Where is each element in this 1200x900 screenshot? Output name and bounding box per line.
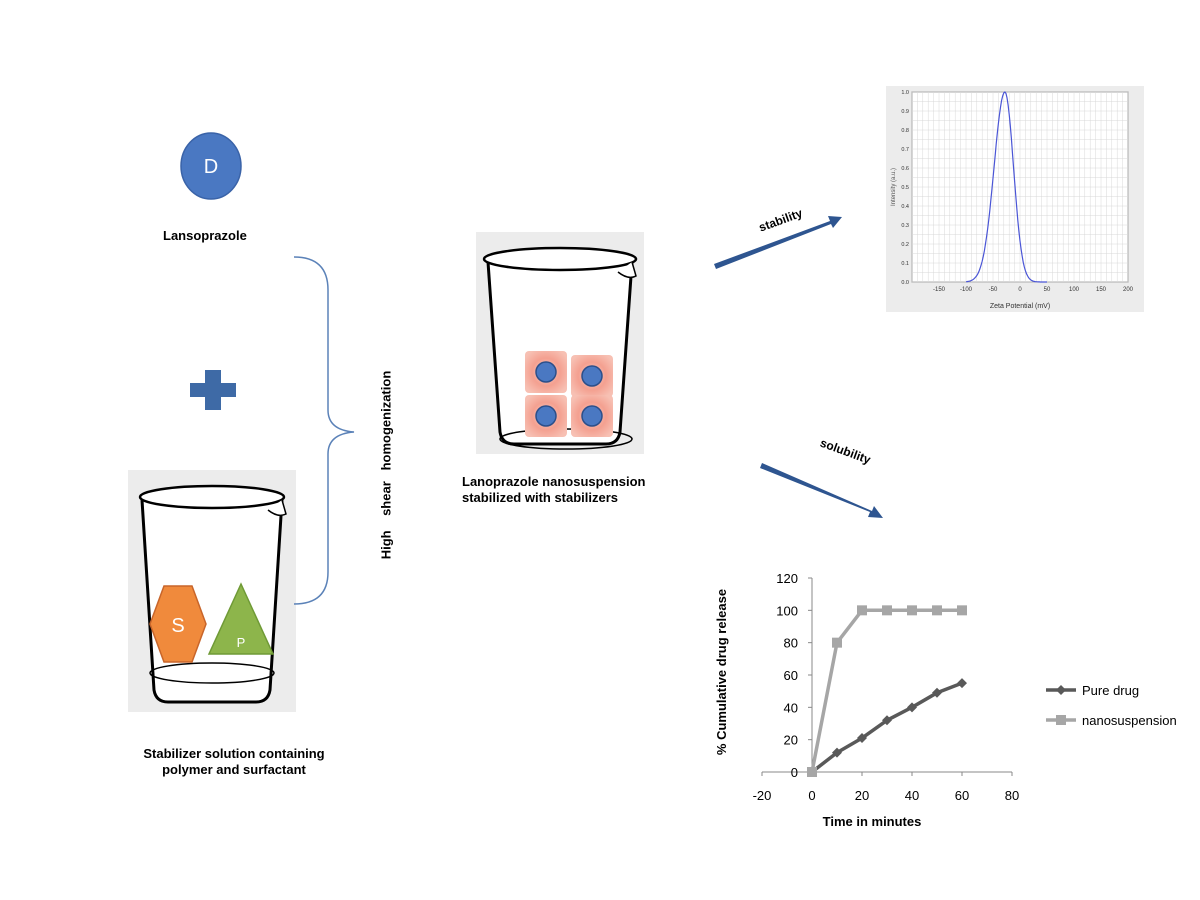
nanosuspension-point xyxy=(907,605,917,616)
series-line-pure-drug xyxy=(810,681,963,774)
plus-icon xyxy=(190,370,236,410)
zeta-xtick-label: 150 xyxy=(1096,287,1107,293)
y-tick-label: 100 xyxy=(776,603,798,618)
zeta-xtick-label: -50 xyxy=(989,287,998,293)
legend-marker xyxy=(1056,685,1066,695)
zeta-curve xyxy=(965,91,1047,283)
stability-label: stability xyxy=(757,206,805,235)
stabilizer-caption: Stabilizer solution containing polymer a… xyxy=(136,746,332,778)
process-label: High shear homogenization xyxy=(378,370,394,560)
nanosuspension-point xyxy=(882,605,892,616)
nanoparticle xyxy=(571,395,613,437)
zeta-ytick-label: 0.3 xyxy=(901,223,909,229)
nanosuspension-caption-line1: Lanoprazole nanosuspension xyxy=(462,474,646,489)
drug-circle: D xyxy=(180,132,242,200)
solubility-arrow xyxy=(760,463,883,518)
stabilizer-symbol: S xyxy=(171,615,184,637)
arrows-layer: stability solubility xyxy=(714,206,883,518)
zeta-xtick-label: -100 xyxy=(960,287,973,293)
y-tick-label: 20 xyxy=(784,733,798,748)
nanoparticle xyxy=(525,351,567,393)
legend-label: nanosuspension xyxy=(1082,713,1177,728)
pure-drug-point xyxy=(907,702,917,713)
zeta-ytick-label: 0.2 xyxy=(901,242,909,248)
zeta-ytick-label: 0.4 xyxy=(901,204,909,210)
zeta-ytick-label: 0.5 xyxy=(901,185,909,191)
pure-drug-point xyxy=(932,687,942,698)
nanosuspension-point xyxy=(832,637,842,648)
nanosuspension-point xyxy=(957,605,967,616)
y-tick-label: 40 xyxy=(784,700,798,715)
drug-symbol: D xyxy=(204,156,218,178)
y-tick-label: 80 xyxy=(784,636,798,651)
pure-drug-point xyxy=(832,747,842,758)
solubility-label: solubility xyxy=(818,436,873,467)
stabilizer-caption-line1: Stabilizer solution containing xyxy=(143,746,325,761)
drug-name-label: Lansoprazole xyxy=(163,228,247,243)
nanosuspension-point xyxy=(857,605,867,616)
zeta-ytick-label: 0.8 xyxy=(901,128,909,134)
zeta-xtick-label: 100 xyxy=(1069,287,1080,293)
zeta-ytick-label: 0.7 xyxy=(901,147,909,153)
x-tick-label: 40 xyxy=(905,788,919,803)
y-tick-label: 60 xyxy=(784,668,798,683)
zeta-potential-plot: -150 -100 -50 0 50 100 150 200 0.0 0.1 0.2 0.3 0.4 0.… xyxy=(886,86,1144,312)
chart-xlabel: Time in minutes xyxy=(823,814,922,829)
legend-item: nanosuspension xyxy=(1046,713,1177,728)
nanosuspension-point xyxy=(932,605,942,616)
zeta-ytick-label: 0.0 xyxy=(901,280,909,286)
zeta-xtick-label: 0 xyxy=(1018,287,1022,293)
zeta-xlabel: Zeta Potential (mV) xyxy=(990,303,1050,310)
zeta-ylabel: Intensity (a.u.) xyxy=(891,168,897,206)
zeta-ytick-label: 0.6 xyxy=(901,166,909,172)
nanoparticle xyxy=(571,355,613,397)
x-tick-label: 80 xyxy=(1005,788,1019,803)
y-tick-label: 0 xyxy=(791,765,798,780)
legend-item: Pure drug xyxy=(1046,683,1139,698)
y-tick-label: 120 xyxy=(776,571,798,586)
x-tick-label: 0 xyxy=(808,788,815,803)
nanosuspension-point xyxy=(807,767,817,777)
polymer-symbol: P xyxy=(237,635,246,650)
legend-marker xyxy=(1056,715,1066,725)
nanosuspension-beaker xyxy=(476,232,644,454)
pure-drug-point xyxy=(882,715,892,726)
pure-drug-point xyxy=(857,733,867,744)
x-tick-label: 20 xyxy=(855,788,869,803)
zeta-ytick-label: 0.9 xyxy=(901,109,909,115)
zeta-xtick-label: 200 xyxy=(1123,287,1134,293)
pure-drug-point xyxy=(957,678,967,689)
release-chart: 0 20 40 60 80 100 120 -20 0 20 40 60 80 Pure drug nan… xyxy=(714,571,1177,829)
nanoparticle xyxy=(525,395,567,437)
stabilizer-caption-line2: polymer and surfactant xyxy=(162,762,306,777)
stability-arrow xyxy=(714,216,842,269)
x-tick-label: 60 xyxy=(955,788,969,803)
zeta-ytick-label: 0.1 xyxy=(901,261,909,267)
zeta-xtick-label: 50 xyxy=(1044,287,1051,293)
zeta-ytick-label: 1.0 xyxy=(901,90,909,96)
legend-label: Pure drug xyxy=(1082,683,1139,698)
nanosuspension-caption: Lanoprazole nanosuspension stabilized wi… xyxy=(462,474,662,506)
x-tick-label: -20 xyxy=(753,788,772,803)
nanosuspension-caption-line2: stabilized with stabilizers xyxy=(462,490,619,505)
stabilizer-beaker: S P xyxy=(128,470,296,712)
chart-ylabel: % Cumulative drug release xyxy=(714,589,729,755)
zeta-xtick-label: -150 xyxy=(933,287,946,293)
curly-brace xyxy=(293,256,355,605)
